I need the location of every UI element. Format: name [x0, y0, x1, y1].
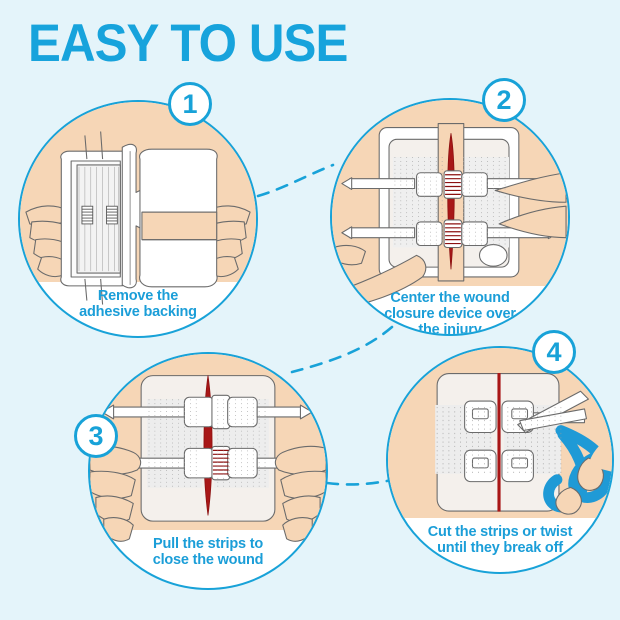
step-panel-1[interactable]: Remove the adhesive backing 1 — [18, 82, 258, 338]
step-caption-4: Cut the strips or twist until they break… — [401, 524, 598, 556]
step-caption-2: Center the wound closure device over the… — [346, 290, 554, 336]
step-caption-1: Remove the adhesive backing — [34, 288, 242, 320]
caption-line: closure device over — [384, 306, 516, 322]
caption-line: Pull the strips to — [153, 536, 263, 552]
illustration-pull-strips — [90, 375, 326, 542]
illustration-remove-backing — [25, 131, 251, 305]
caption-line: Remove the — [97, 288, 179, 304]
illustration-center-device — [332, 123, 567, 309]
connector-3-4 — [325, 478, 394, 486]
step-badge-1[interactable]: 1 — [168, 82, 212, 126]
step-badge-3[interactable]: 3 — [74, 414, 118, 458]
connector-1-2 — [256, 163, 335, 198]
caption-line: Cut the strips or twist — [427, 524, 573, 540]
step-circle-4: Cut the strips or twist until they break… — [386, 346, 614, 574]
caption-line: until they break off — [437, 540, 563, 556]
step-badge-2[interactable]: 2 — [482, 78, 526, 122]
step-panel-2[interactable]: Center the wound closure device over the… — [330, 78, 570, 336]
caption-line: the injury — [418, 322, 482, 336]
caption-line: close the wound — [152, 552, 264, 568]
caption-line: Center the wound — [390, 290, 510, 306]
step-panel-4[interactable]: Cut the strips or twist until they break… — [386, 330, 614, 574]
step-circle-1: Remove the adhesive backing — [18, 100, 258, 338]
step-panel-3[interactable]: Pull the strips to close the wound 3 — [74, 352, 328, 590]
page-title: EASY TO USE — [28, 14, 348, 73]
caption-line: adhesive backing — [79, 304, 197, 320]
step-badge-4[interactable]: 4 — [532, 330, 576, 374]
step-circle-2: Center the wound closure device over the… — [330, 98, 570, 336]
step-circle-3: Pull the strips to close the wound — [88, 352, 328, 590]
illustration-cut-strips — [435, 372, 612, 515]
step-caption-3: Pull the strips to close the wound — [104, 536, 312, 568]
